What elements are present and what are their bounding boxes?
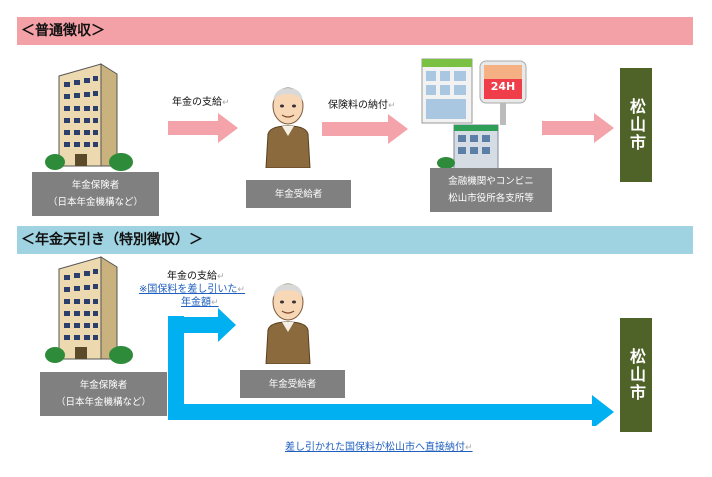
pension-payment-label-normal: 年金の支給↵: [172, 97, 230, 108]
payment-place-line2: 松山市役所各支所等: [448, 193, 534, 204]
payment-place-line1: 金融機関やコンビニ: [448, 176, 534, 187]
deducted-pension-link-line2[interactable]: 年金額↵: [181, 297, 219, 308]
pension-insurer-box-normal: 年金保険者 （日本年金機構など）: [32, 172, 159, 216]
blue-arrow-to-recipient: [168, 308, 236, 342]
store-sign-24h: 24H: [490, 80, 516, 93]
pension-recipient-box-normal: 年金受給者: [246, 180, 351, 208]
section-title-normal-collection: ＜普通徴収＞: [17, 17, 693, 45]
premium-payment-label: 保険料の納付↵: [328, 100, 396, 111]
pink-arrow-to-recipient: [168, 113, 238, 143]
pension-insurer-box-special: 年金保険者 （日本年金機構など）: [40, 372, 167, 416]
blue-arrow-to-city: [168, 316, 614, 426]
pink-arrow-to-city: [542, 113, 614, 143]
office-building-icon: [45, 256, 133, 364]
pension-recipient-label: 年金受給者: [274, 188, 323, 200]
pension-insurer-label: 年金保険者: [79, 380, 128, 391]
pension-insurer-label: 年金保険者: [71, 180, 120, 191]
payment-place-box: 金融機関やコンビニ 松山市役所各支所等: [430, 168, 552, 212]
pink-arrow-to-bank: [322, 114, 408, 144]
pension-insurer-example: （日本年金機構など）: [47, 197, 143, 208]
pension-payment-label-special: 年金の支給↵: [167, 271, 225, 282]
elderly-man-icon: [265, 283, 311, 364]
office-building-icon: [45, 63, 133, 171]
direct-payment-link[interactable]: 差し引かれた国保料が松山市へ直接納付↵: [285, 442, 473, 453]
pension-insurer-example: （日本年金機構など）: [55, 397, 151, 408]
pension-recipient-label: 年金受給者: [268, 378, 317, 390]
matsuyama-city-box-special: 松山市: [620, 318, 652, 432]
elderly-man-icon: [265, 87, 311, 168]
section-title-special-collection: ＜年金天引き（特別徴収）＞: [17, 226, 693, 254]
deducted-pension-link-line1[interactable]: ※国保料を差し引いた↵: [139, 284, 245, 295]
pension-recipient-box-special: 年金受給者: [240, 370, 345, 398]
convenience-store-icon: [421, 58, 527, 170]
matsuyama-city-box-normal: 松山市: [620, 68, 652, 182]
